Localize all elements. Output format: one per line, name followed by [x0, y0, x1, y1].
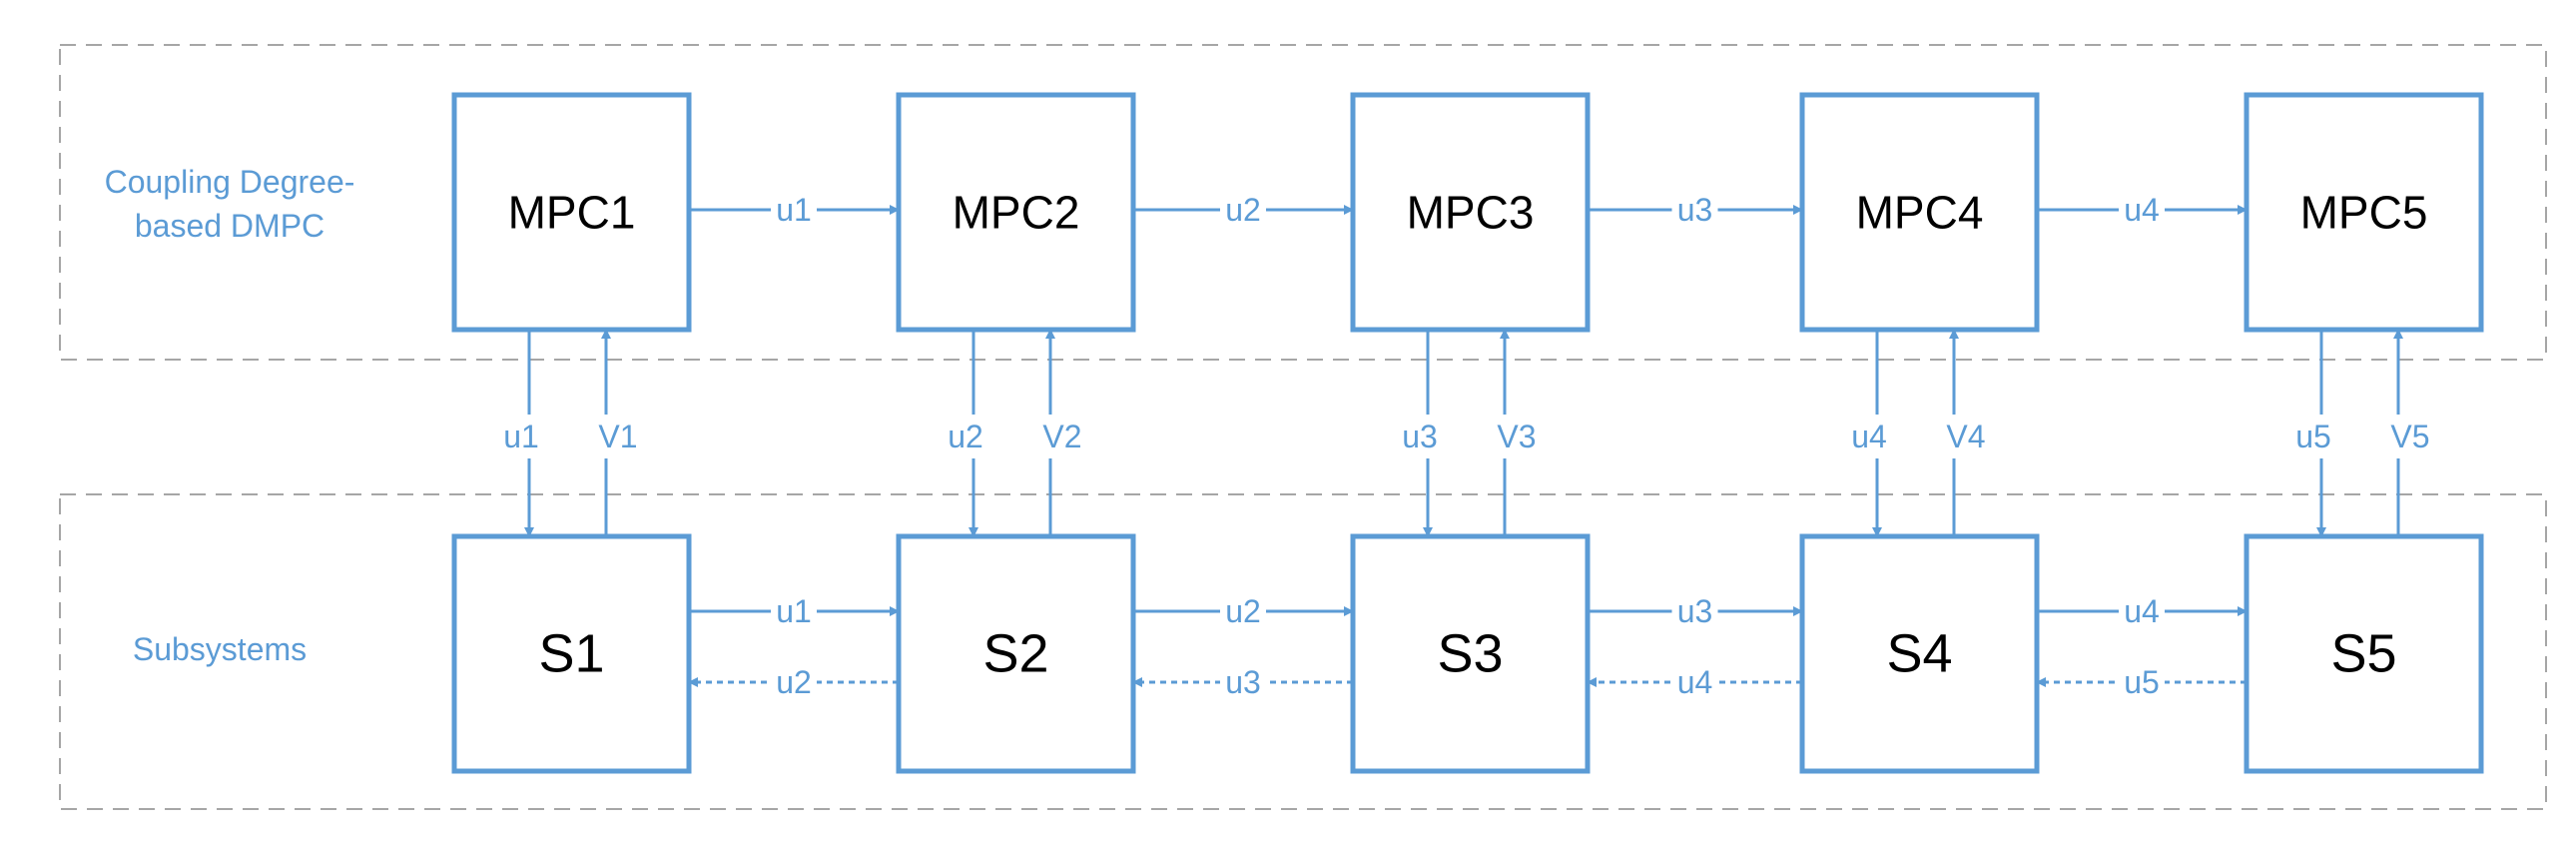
mpc-box-3 [1350, 92, 1591, 333]
controller-link-label-4: u4 [2124, 192, 2160, 228]
mpc-box-2 [896, 92, 1136, 333]
subsystem-box-3-label: S3 [1437, 624, 1503, 684]
controller-link-label-4-bg [2119, 188, 2165, 232]
state-feedback-label-4: V4 [1946, 419, 1985, 454]
controller-link-label-3: u3 [1677, 192, 1713, 228]
controller-group-label: Coupling Degree- based DMPC [20, 160, 439, 248]
feedback-link-label-2: u3 [1225, 664, 1261, 700]
control-input-label-4: u4 [1851, 419, 1887, 454]
state-feedback-label-1-bg [595, 415, 641, 458]
feedback-link-label-3: u4 [1677, 664, 1713, 700]
controller-link-label-2-bg [1220, 188, 1266, 232]
controller-link-label-3-bg [1671, 188, 1718, 232]
subsystem-box-5-label: S5 [2330, 624, 2396, 684]
subsystem-box-5 [2244, 533, 2484, 774]
forward-link-label-3: u3 [1677, 593, 1713, 629]
mpc-box-2-label: MPC2 [953, 187, 1080, 239]
subsystem-box-2-label: S2 [982, 624, 1048, 684]
mpc-box-4-label: MPC4 [1856, 187, 1984, 239]
feedback-link-label-3-bg [1671, 660, 1718, 704]
forward-link-label-4-bg [2119, 589, 2165, 633]
state-feedback-label-5-bg [2387, 415, 2433, 458]
feedback-link-label-1-bg [771, 660, 817, 704]
state-feedback-label-5: V5 [2390, 419, 2429, 454]
subsystem-box-4 [1799, 533, 2040, 774]
forward-link-label-2: u2 [1225, 593, 1261, 629]
feedback-link-label-1: u2 [776, 664, 812, 700]
controller-group-label-line2: based DMPC [134, 208, 325, 244]
mpc-box-1 [451, 92, 692, 333]
forward-link-label-4: u4 [2124, 593, 2160, 629]
subsystem-group-label: Subsystems [80, 627, 359, 671]
mpc-box-1-label: MPC1 [508, 187, 636, 239]
feedback-link-label-4: u5 [2124, 664, 2160, 700]
controller-group-label-line1: Coupling Degree- [104, 164, 355, 200]
forward-link-label-2-bg [1220, 589, 1266, 633]
control-input-label-2-bg [943, 415, 988, 458]
control-input-label-3: u3 [1402, 419, 1438, 454]
controller-link-label-1: u1 [776, 192, 812, 228]
control-input-label-5-bg [2290, 415, 2336, 458]
control-input-label-1-bg [498, 415, 544, 458]
subsystem-box-1-label: S1 [538, 624, 604, 684]
control-input-label-3-bg [1397, 415, 1443, 458]
control-input-label-4-bg [1846, 415, 1892, 458]
mpc-box-3-label: MPC3 [1407, 187, 1535, 239]
controller-link-label-2: u2 [1225, 192, 1261, 228]
subsystem-box-1 [451, 533, 692, 774]
subsystem-group-label-text: Subsystems [132, 631, 308, 667]
forward-link-label-1-bg [771, 589, 817, 633]
state-feedback-label-2-bg [1039, 415, 1085, 458]
subsystem-box-4-label: S4 [1886, 624, 1952, 684]
feedback-link-label-4-bg [2119, 660, 2165, 704]
controller-link-label-1-bg [771, 188, 817, 232]
subsystem-group-frame [59, 493, 2547, 810]
control-input-label-1: u1 [503, 419, 539, 454]
subsystem-box-3 [1350, 533, 1591, 774]
mpc-box-5 [2244, 92, 2484, 333]
control-input-label-5: u5 [2295, 419, 2331, 454]
state-feedback-label-1: V1 [598, 419, 637, 454]
forward-link-label-3-bg [1671, 589, 1718, 633]
forward-link-label-1: u1 [776, 593, 812, 629]
state-feedback-label-3: V3 [1497, 419, 1536, 454]
mpc-box-4 [1799, 92, 2040, 333]
subsystem-box-2 [896, 533, 1136, 774]
state-feedback-label-4-bg [1943, 415, 1989, 458]
mpc-box-5-label: MPC5 [2300, 187, 2428, 239]
state-feedback-label-2: V2 [1042, 419, 1081, 454]
state-feedback-label-3-bg [1494, 415, 1540, 458]
feedback-link-label-2-bg [1220, 660, 1266, 704]
control-input-label-2: u2 [948, 419, 983, 454]
